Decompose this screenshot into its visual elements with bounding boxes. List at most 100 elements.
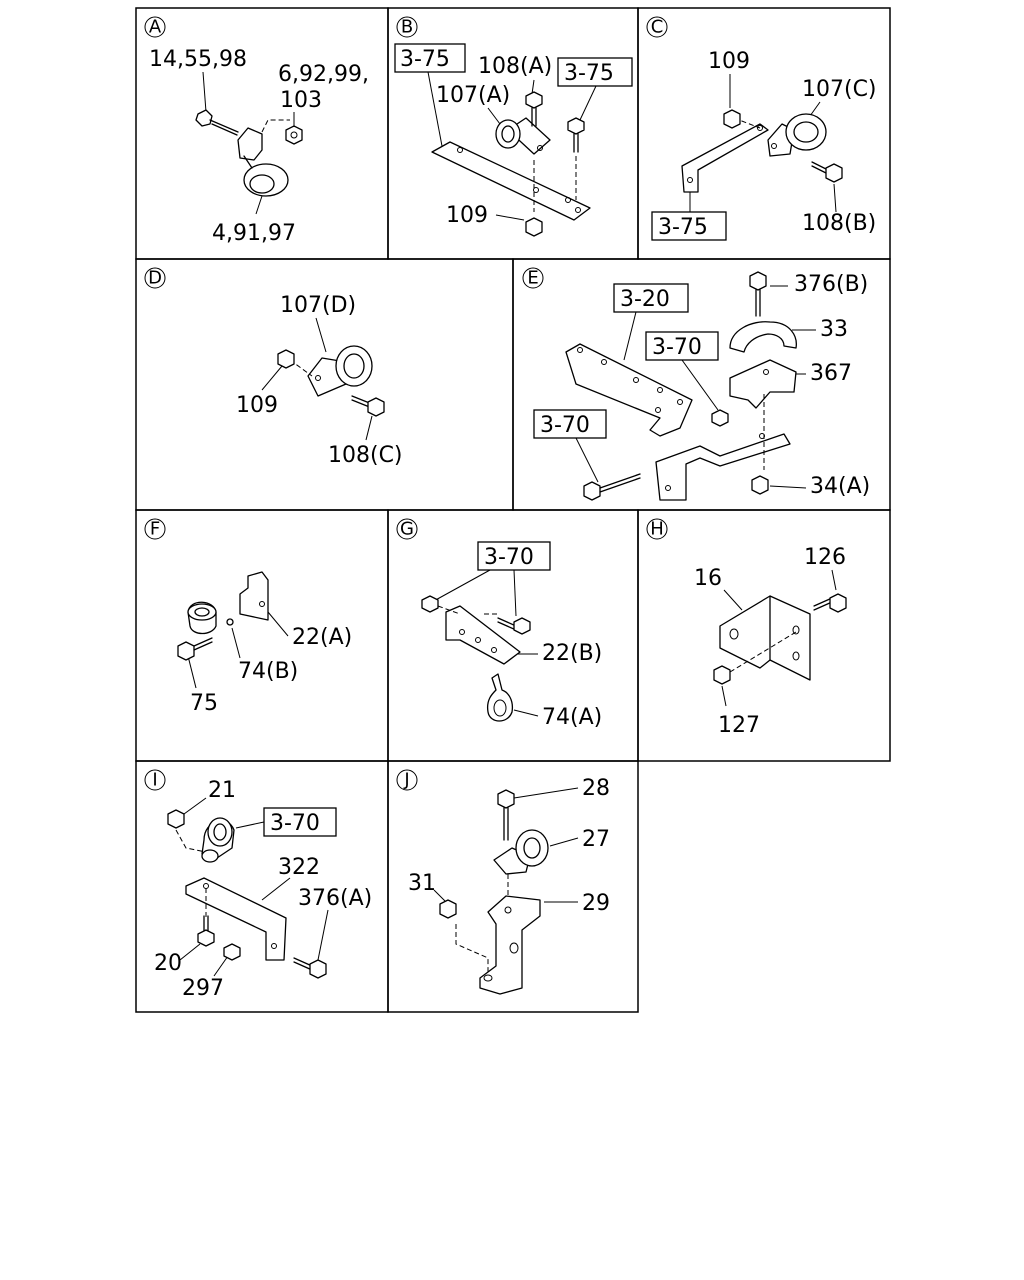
- clamp-icon: [493, 829, 549, 875]
- reference-box: [557, 57, 633, 87]
- reference-label: 3-20: [620, 287, 670, 312]
- part-number-label: 108(A): [478, 54, 552, 79]
- nut-icon: [525, 217, 543, 237]
- panel-id: A: [149, 17, 162, 38]
- reference-box: [533, 409, 607, 439]
- bolt-icon: [749, 271, 767, 317]
- panel-j: J 28 27 31 29: [396, 769, 610, 995]
- clamp-icon: [187, 601, 234, 635]
- panel-c: C 109 107(C) 3-75 108(B): [646, 16, 877, 241]
- bolt-icon: [813, 593, 847, 613]
- panel-id: I: [152, 770, 157, 791]
- part-number-label: 297: [182, 976, 224, 1001]
- part-number-label: 27: [582, 827, 610, 852]
- clamp-icon: [495, 117, 551, 155]
- panel-g: G 3-70 22(B) 74(A): [396, 518, 602, 730]
- nut-icon: [421, 595, 439, 613]
- panel-badge: H: [646, 518, 668, 540]
- bracket-icon: [445, 605, 521, 665]
- part-number-label: 4,91,97: [212, 221, 296, 246]
- reference-label: 3-70: [540, 413, 590, 438]
- bracket-icon: [681, 123, 769, 193]
- nut-icon: [167, 809, 185, 829]
- part-number-label: 74(A): [542, 705, 602, 730]
- clamp-icon: [767, 113, 827, 157]
- part-number-label: 103: [280, 88, 322, 113]
- reference-box: [477, 541, 551, 571]
- reference-label: 3-75: [658, 215, 708, 240]
- bolt-icon: [811, 161, 843, 183]
- panel-id: G: [400, 519, 414, 540]
- part-number-label: 22(A): [292, 625, 352, 650]
- clamp-support-icon: [729, 359, 797, 409]
- part-number-label: 107(A): [436, 83, 510, 108]
- panel-d: D 107(D) 109 108(C): [144, 267, 403, 468]
- panel-id: H: [650, 519, 664, 540]
- mounting-plate-icon: [431, 141, 591, 221]
- nut-icon: [713, 665, 731, 685]
- bolt-icon: [177, 637, 213, 661]
- panel-badge: E: [522, 267, 544, 289]
- part-number-label: 109: [236, 393, 278, 418]
- part-number-label: 107(C): [802, 77, 877, 102]
- panel-badge: J: [396, 769, 418, 791]
- reference-label: 3-70: [652, 335, 702, 360]
- bolt-icon: [567, 117, 585, 153]
- part-number-label: 33: [820, 317, 848, 342]
- clamp-icon: [201, 817, 235, 863]
- bolt-icon: [525, 91, 543, 127]
- reference-label: 3-75: [400, 47, 450, 72]
- lower-bracket-icon: [655, 433, 791, 501]
- panel-id: E: [527, 268, 538, 289]
- reference-box: [645, 331, 719, 361]
- bolt-icon: [195, 109, 239, 136]
- nut-icon: [751, 475, 769, 495]
- bolt-icon: [293, 957, 327, 979]
- panel-a: A 14,55,98 6,92,99, 103 4,91,97: [144, 16, 369, 246]
- part-number-label: 109: [446, 203, 488, 228]
- panel-id: J: [403, 770, 409, 791]
- panel-badge: D: [144, 267, 166, 289]
- part-number-label: 367: [810, 361, 852, 386]
- part-number-label: 107(D): [280, 293, 356, 318]
- nut-icon: [439, 899, 457, 919]
- part-number-label: 34(A): [810, 474, 870, 499]
- panel-f: F 22(A) 74(B) 75: [144, 518, 352, 716]
- part-number-label: 109: [708, 49, 750, 74]
- reference-box: [613, 283, 689, 313]
- part-number-label: 14,55,98: [149, 47, 247, 72]
- panel-b: B 3-75 108(A) 3-75 107(A) 109: [394, 16, 633, 237]
- reference-label: 3-70: [484, 545, 534, 570]
- frame-bracket-icon: [565, 343, 693, 437]
- panel-frames: [135, 7, 891, 1013]
- part-number-label: 127: [718, 713, 760, 738]
- panel-badge: G: [396, 518, 418, 540]
- part-number-label: 22(B): [542, 641, 602, 666]
- part-number-label: 6,92,99,: [278, 62, 369, 87]
- clamp-icon: [729, 321, 797, 353]
- reference-box: [394, 43, 466, 73]
- part-number-label: 29: [582, 891, 610, 916]
- bolt-icon: [351, 395, 385, 417]
- part-number-label: 322: [278, 855, 320, 880]
- part-number-label: 108(B): [802, 211, 876, 236]
- nut-icon: [223, 943, 241, 961]
- panel-badge: A: [144, 16, 166, 38]
- nut-icon: [285, 125, 303, 145]
- panel-i: I 21 3-70 322 376(A) 20 297: [144, 769, 372, 1001]
- panel-badge: F: [144, 518, 166, 540]
- panel-id: F: [150, 519, 160, 540]
- nut-icon: [723, 109, 741, 129]
- clip-icon: [486, 673, 514, 722]
- panel-badge: B: [396, 16, 418, 38]
- panel-id: D: [148, 268, 162, 289]
- part-number-label: 31: [408, 871, 436, 896]
- part-number-label: 376(B): [794, 272, 868, 297]
- part-number-label: 126: [804, 545, 846, 570]
- part-number-label: 75: [190, 691, 218, 716]
- clamp-bracket-icon: [237, 127, 289, 197]
- panel-id: B: [401, 17, 413, 38]
- part-number-label: 16: [694, 566, 722, 591]
- part-number-label: 74(B): [238, 659, 298, 684]
